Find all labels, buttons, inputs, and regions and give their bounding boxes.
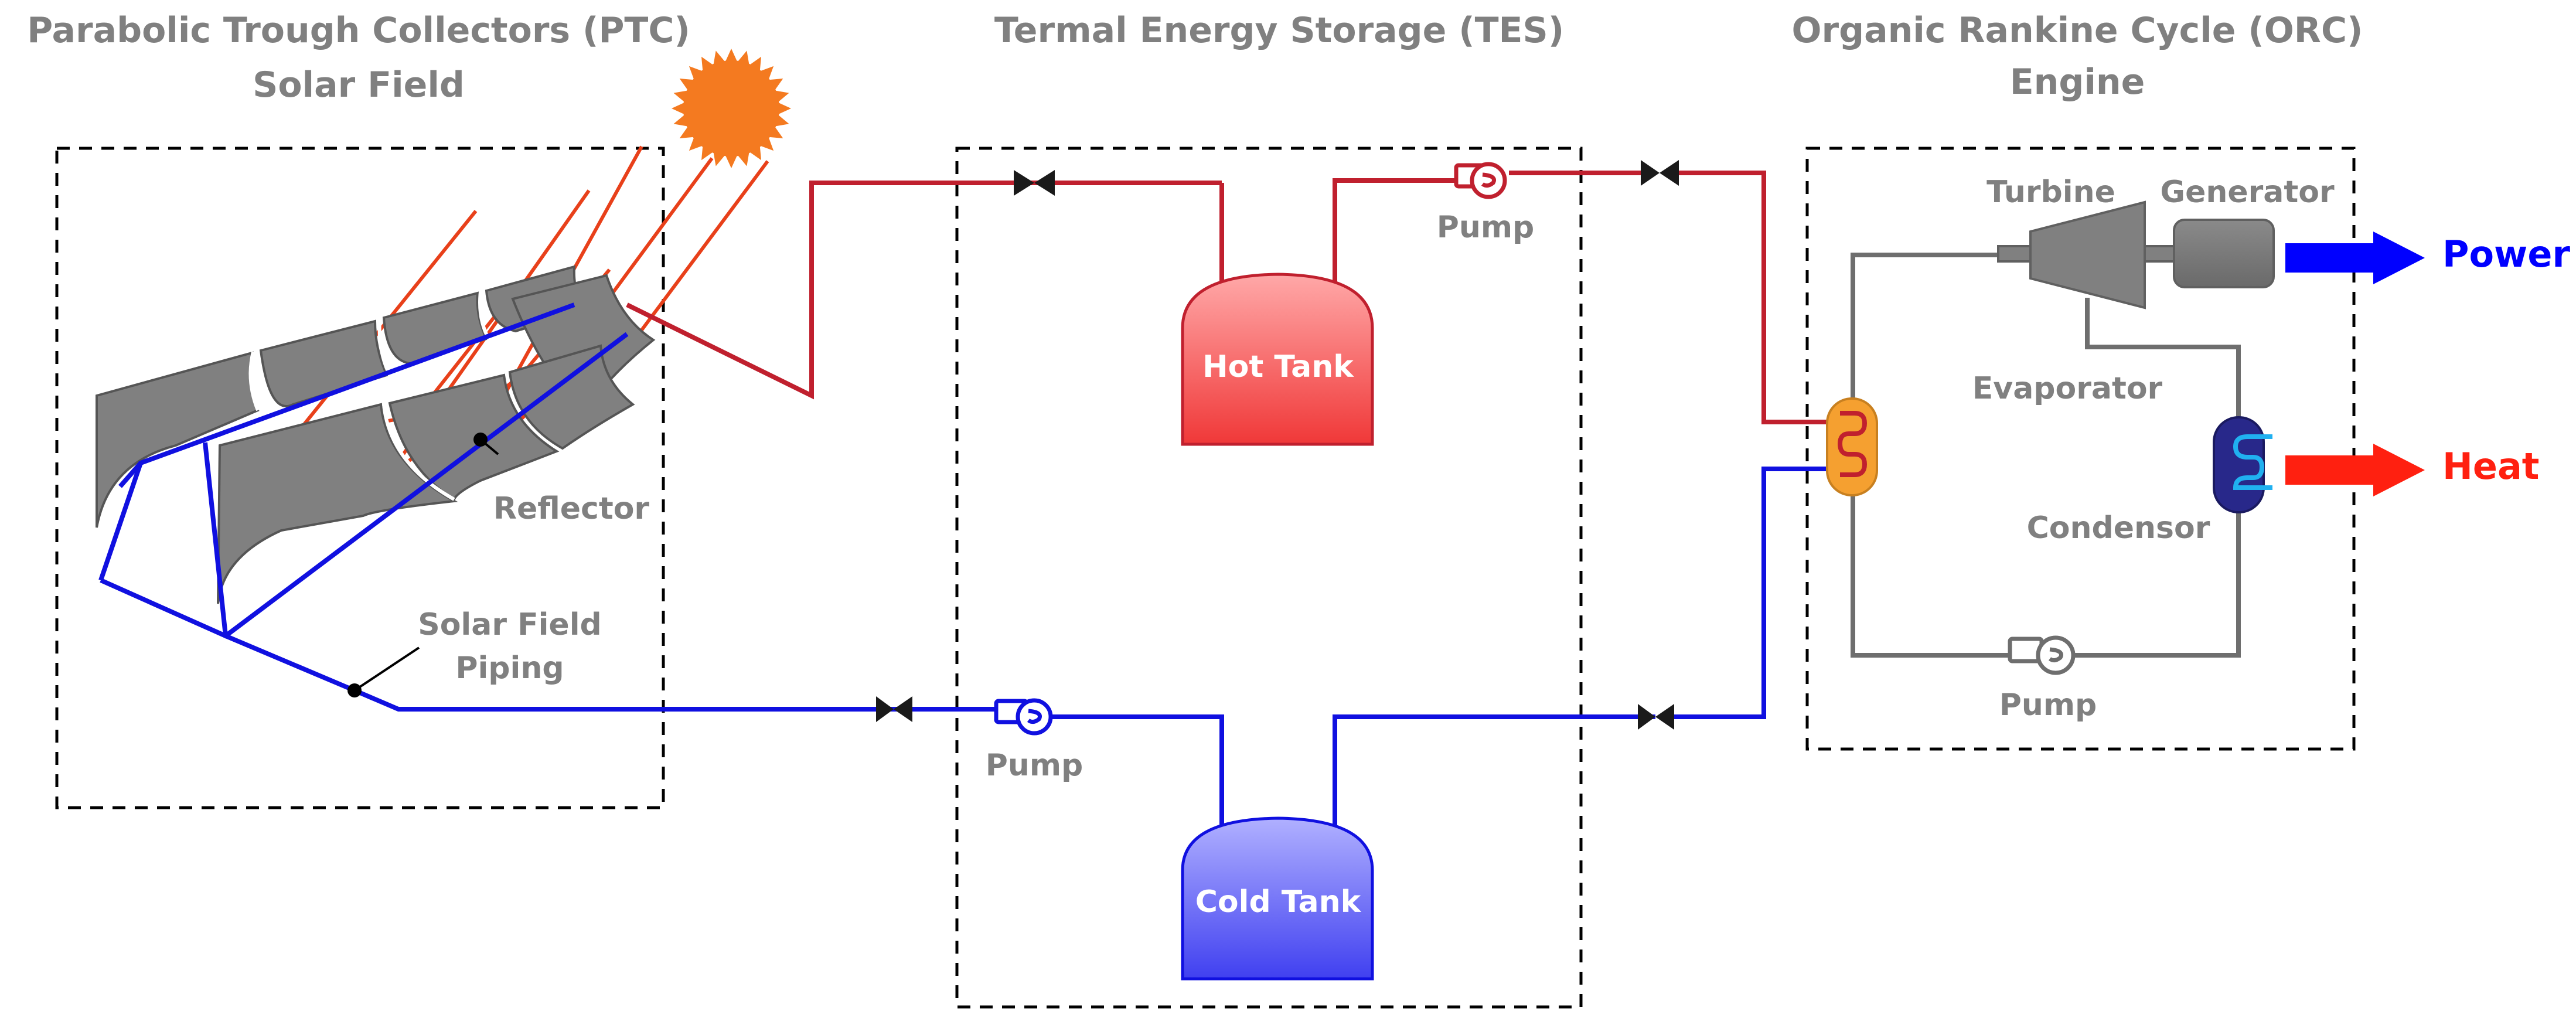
ptc-title-line2: Solar Field [253, 64, 465, 105]
pump-orc-label: Pump [1999, 688, 2097, 723]
solar-field-piping-callout [347, 646, 420, 697]
heat-label: Heat [2442, 445, 2539, 488]
turbine-label: Turbine [1986, 175, 2115, 210]
ptc-title-line1: Parabolic Trough Collectors (PTC) [27, 10, 690, 51]
hot-tank: Hot Tank [1181, 273, 1374, 446]
arrow-right-icon [2285, 232, 2425, 284]
heat-exchanger-icon[interactable] [1826, 397, 1878, 496]
tes-section-box [955, 147, 1583, 1009]
valve-icon[interactable] [1638, 704, 1674, 730]
generator-label: Generator [2160, 175, 2335, 210]
orc-section-box [1805, 147, 2356, 751]
evaporator-label: Evaporator [1972, 371, 2163, 406]
pump-icon[interactable] [2008, 635, 2076, 675]
orc-loop [1851, 253, 2241, 658]
tes-title: Termal Energy Storage (TES) [994, 10, 1564, 51]
valve-icon[interactable] [1641, 160, 1679, 186]
valve-icon[interactable] [1014, 170, 1055, 196]
pump-cold-label: Pump [986, 748, 1083, 783]
solar-field-piping [98, 302, 894, 712]
ptc-section-box [55, 147, 665, 809]
cold-tank: Cold Tank [1181, 816, 1374, 981]
orc-title-line2: Engine [2010, 62, 2145, 103]
cold-oil-line [894, 467, 1840, 838]
power-label: Power [2442, 233, 2570, 275]
cold-tank-label: Cold Tank [1195, 884, 1362, 920]
condensor-label: Condensor [2027, 510, 2210, 546]
generator-icon[interactable] [2173, 219, 2275, 288]
heat-exchanger-icon[interactable] [2213, 416, 2272, 513]
arrow-right-icon [2285, 444, 2425, 496]
valve-icon[interactable] [876, 696, 912, 722]
reflector-label: Reflector [493, 491, 650, 526]
hot-tank-label: Hot Tank [1202, 349, 1354, 384]
hot-oil-line [626, 171, 1840, 424]
reflector-callout [473, 433, 499, 455]
pump-icon[interactable] [994, 698, 1053, 736]
parabolic-trough-collectors [96, 265, 656, 604]
solar-field-piping-label-line2: Piping [455, 651, 564, 686]
solar-field-piping-label-line1: Solar Field [418, 607, 602, 642]
sun-icon [672, 49, 791, 168]
turbine-icon[interactable] [1997, 200, 2175, 309]
orc-title-line1: Organic Rankine Cycle (ORC) [1792, 10, 2363, 51]
pump-hot-label: Pump [1437, 210, 1535, 245]
pump-icon[interactable] [1454, 162, 1507, 199]
